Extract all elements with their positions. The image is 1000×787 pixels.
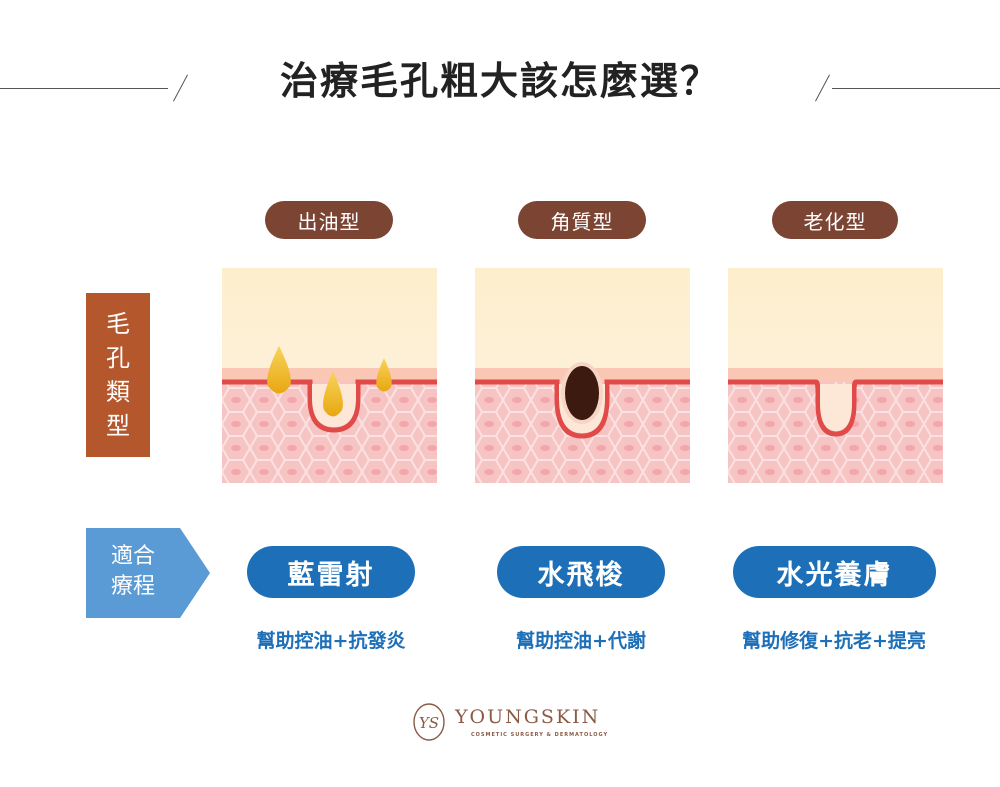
treatment-skin-booster: 水光養膚 (733, 546, 936, 598)
treatment-blue-laser: 藍雷射 (247, 546, 415, 598)
pore-type-char: 型 (106, 412, 130, 440)
pore-type-label: 毛 孔 類 型 (86, 293, 150, 457)
keratin-plug-icon (565, 366, 599, 420)
treatment-label: 適合 療程 (86, 528, 210, 618)
title-rule-right (832, 88, 1000, 89)
oil-drop-icon (376, 358, 392, 392)
brand-tagline: COSMETIC SURGERY & DERMATOLOGY (471, 732, 609, 738)
brand-monogram: YS (419, 714, 439, 732)
treatment-hydrafacial: 水飛梭 (497, 546, 665, 598)
category-keratin: 角質型 (518, 201, 646, 239)
title-rule-left (0, 88, 168, 89)
oil-drop-icon (267, 346, 291, 394)
category-aging: 老化型 (772, 201, 898, 239)
pore-type-char: 孔 (106, 344, 130, 372)
page-title: 治療毛孔粗大該怎麼選？ (279, 58, 720, 103)
pore-type-char: 類 (106, 378, 130, 406)
benefit-keratin: 幫助控油+代謝 (516, 630, 646, 652)
pore-type-char: 毛 (106, 310, 130, 338)
oil-drop-icon (323, 371, 343, 417)
treatment-label-line: 適合 (110, 544, 155, 569)
brand-logo: YS (411, 702, 447, 742)
category-oily: 出油型 (265, 201, 393, 239)
benefit-aging: 幫助修復+抗老+提亮 (742, 630, 926, 652)
treatment-label-line: 療程 (110, 574, 155, 599)
brand-name: YOUNGSKIN (455, 706, 601, 728)
skin-diagram-oily (222, 268, 437, 483)
benefit-oily: 幫助控油+抗發炎 (256, 630, 406, 652)
skin-diagram-aging (728, 268, 943, 483)
skin-diagram-keratin (475, 268, 690, 483)
